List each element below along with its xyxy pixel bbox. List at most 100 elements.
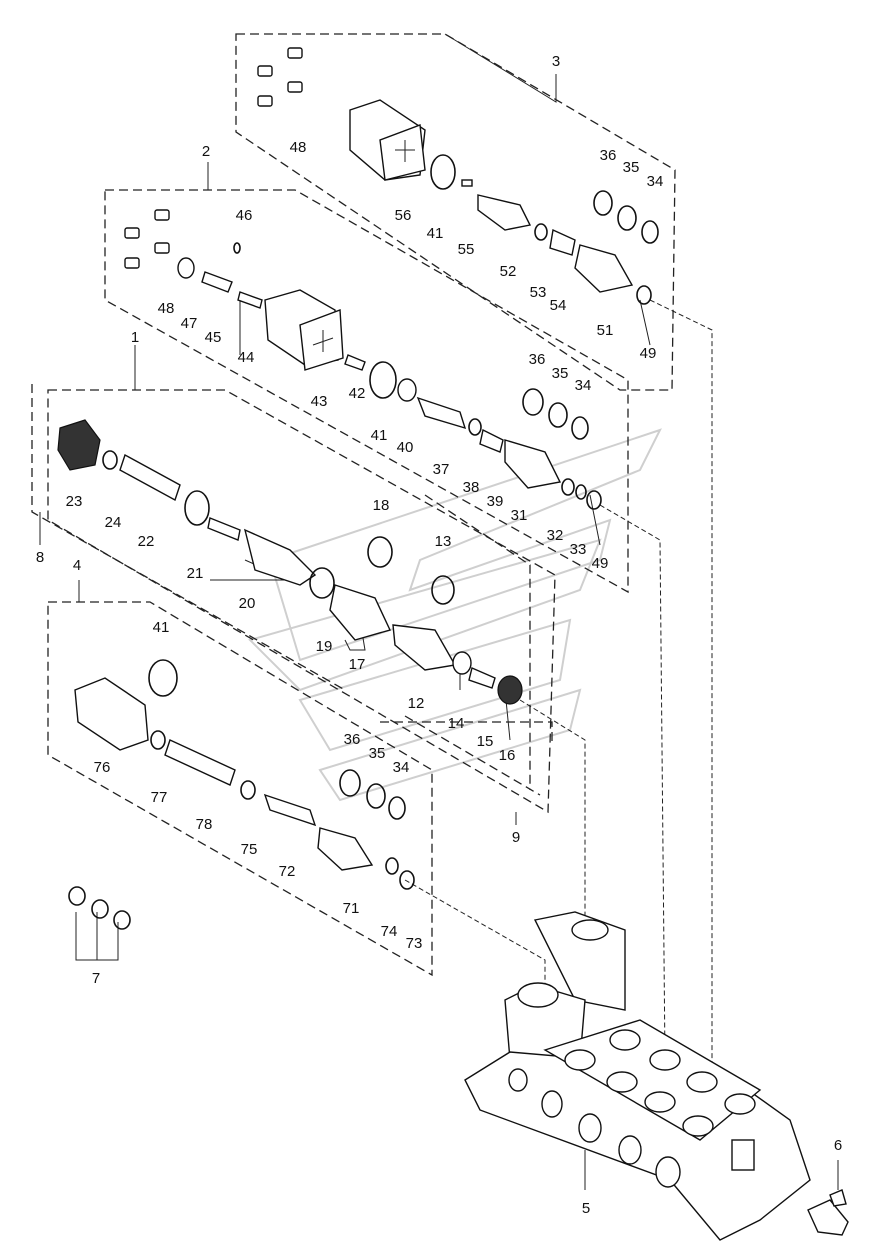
spring-54	[549, 228, 576, 256]
sleeve-17	[329, 584, 391, 641]
label-56: 56	[395, 207, 412, 224]
spring-22	[119, 453, 181, 502]
label-74: 74	[381, 923, 398, 940]
o-ring-35	[617, 205, 637, 231]
group-1-boundary	[47, 389, 556, 814]
label-group-3: 3	[552, 53, 560, 70]
label-48-g2: 48	[158, 300, 175, 317]
label-49-g3: 49	[640, 345, 657, 362]
label-43: 43	[311, 393, 328, 410]
label-36-g3: 36	[600, 147, 617, 164]
label-34-g3: 34	[647, 173, 664, 190]
label-39: 39	[487, 493, 504, 510]
label-41-g4: 41	[153, 619, 170, 636]
group-boundaries	[31, 33, 676, 977]
label-40: 40	[397, 439, 414, 456]
spring-78	[164, 739, 236, 786]
label-group-1: 1	[131, 329, 139, 346]
spool-72	[263, 793, 317, 827]
label-fitting-6: 6	[834, 1137, 842, 1154]
label-75: 75	[241, 841, 258, 858]
label-45: 45	[205, 329, 222, 346]
label-34-g2: 34	[575, 377, 592, 394]
label-31: 31	[511, 507, 528, 524]
group-9-boundary	[380, 494, 553, 790]
label-48-g3: 48	[290, 139, 307, 156]
label-34-g4: 34	[393, 759, 410, 776]
label-group-2: 2	[202, 143, 210, 160]
label-35-g4: 35	[369, 745, 386, 762]
piston-20	[243, 528, 317, 586]
label-36-g4: 36	[344, 731, 361, 748]
label-76: 76	[94, 759, 111, 776]
label-housing-5: 5	[582, 1200, 590, 1217]
ring-49	[636, 285, 652, 305]
label-20: 20	[239, 595, 256, 612]
screw	[287, 81, 303, 93]
label-13: 13	[435, 533, 452, 550]
o-ring-36	[593, 190, 613, 216]
connection-lines	[39, 33, 839, 1190]
screw	[287, 47, 303, 59]
label-72: 72	[279, 863, 296, 880]
label-group-4: 4	[73, 557, 81, 574]
label-55: 55	[458, 241, 475, 258]
part-labels: 3 2 1 8 4 9 5 6 7 48 56 41 55 52 53 54 5…	[36, 53, 842, 1217]
label-35-g2: 35	[552, 365, 569, 382]
shims-7	[68, 886, 131, 930]
group-3-parts	[257, 47, 659, 305]
body-12	[392, 624, 457, 671]
o-ring-34	[641, 220, 659, 244]
label-53: 53	[530, 284, 547, 301]
label-77: 77	[151, 789, 168, 806]
label-33: 33	[570, 541, 587, 558]
label-16: 16	[499, 747, 516, 764]
label-52: 52	[500, 263, 517, 280]
label-14: 14	[448, 715, 465, 732]
label-49-g2: 49	[592, 555, 609, 572]
label-44: 44	[238, 349, 255, 366]
group-4-parts	[74, 659, 415, 890]
label-41-g2: 41	[371, 427, 388, 444]
fitting-6	[807, 1189, 849, 1236]
group-4-boundary	[47, 601, 433, 977]
sleeve-31	[504, 439, 562, 489]
label-37: 37	[433, 461, 450, 478]
group-8-boundary	[31, 384, 541, 796]
label-71: 71	[343, 900, 360, 917]
label-73: 73	[406, 935, 423, 952]
label-24: 24	[105, 514, 122, 531]
group-3-boundary	[235, 33, 676, 391]
group-2-parts	[124, 209, 602, 510]
watermark	[248, 428, 662, 802]
o-ring-41b	[369, 361, 397, 399]
label-21: 21	[187, 565, 204, 582]
label-42: 42	[349, 385, 366, 402]
cap-76	[74, 677, 149, 751]
label-41-g3: 41	[427, 225, 444, 242]
label-46: 46	[236, 207, 253, 224]
label-shims-7: 7	[92, 970, 100, 987]
plug-23	[57, 419, 101, 471]
screw	[257, 65, 273, 77]
o-ring-41	[430, 154, 456, 190]
nut-16	[497, 675, 523, 705]
label-78: 78	[196, 816, 213, 833]
label-19: 19	[316, 638, 333, 655]
spool-52	[477, 194, 532, 231]
label-12: 12	[408, 695, 425, 712]
label-22: 22	[138, 533, 155, 550]
screw	[257, 95, 273, 107]
sleeve-71	[317, 827, 374, 871]
spool-37	[416, 396, 467, 430]
label-18: 18	[373, 497, 390, 514]
label-17: 17	[349, 656, 366, 673]
label-32: 32	[547, 527, 564, 544]
label-47: 47	[181, 315, 198, 332]
label-23: 23	[66, 493, 83, 510]
label-15: 15	[477, 733, 494, 750]
ring-53	[534, 223, 548, 241]
label-group-8: 8	[36, 549, 44, 566]
label-35-g3: 35	[623, 159, 640, 176]
